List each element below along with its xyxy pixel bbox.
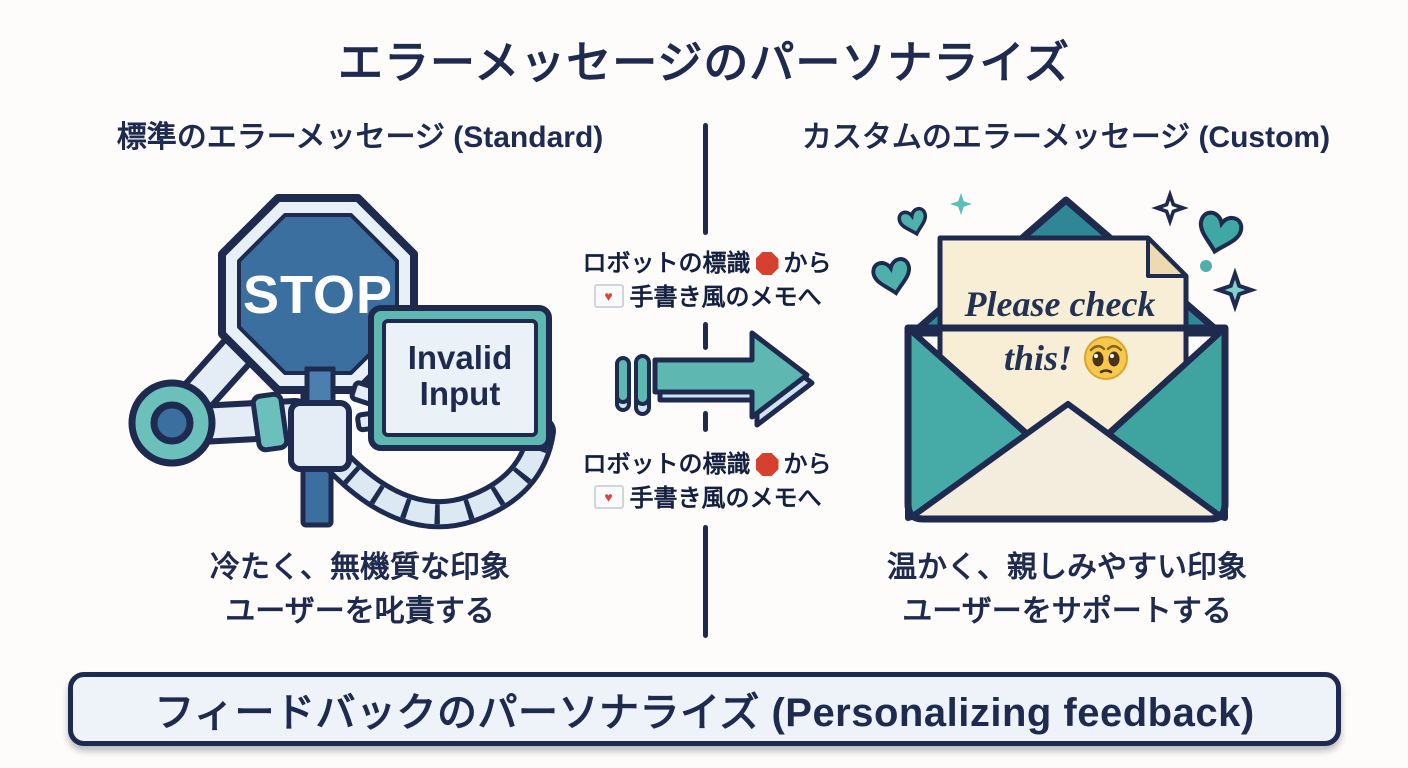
love-letter-icon [593,485,624,509]
transition-caption-bottom: ロボットの標識 から 手書き風のメモへ [547,448,867,516]
custom-caption: 温かく、親しみやすい印象 ユーザーをサポートする [727,546,1407,634]
board-text-line1: Invalid [408,339,513,376]
transition-text: から [783,451,832,478]
arm-joint [128,379,216,467]
arm-hub [288,400,352,472]
standard-caption: 冷たく、無機質な印象 ユーザーを叱責する [20,546,700,634]
custom-column-header: カスタムのエラーメッセージ (Custom) [801,121,1331,154]
stop-octagon-icon [755,252,779,275]
transition-text: ロボットの標識 [582,451,751,478]
dot-icon [1200,260,1212,272]
stop-sign-icon: STOP [218,194,418,394]
standard-column-header: 標準のエラーメッセージ (Standard) [116,121,604,154]
arm-coupling [250,391,290,453]
standard-caption-line1: 冷たく、無機質な印象 [210,551,510,584]
decoration-hearts-sparkles [871,189,1258,313]
footer-banner-label: フィードバックのパーソナライズ (Personalizing feedback) [154,691,1255,735]
custom-error-illustration: Please check this! [871,189,1258,523]
heart-icon [897,206,928,237]
standard-error-illustration: STOP Invalid Input [128,194,556,530]
transition-text: から [783,250,832,277]
invalid-input-board: Invalid Input [368,305,552,451]
note-text-line2: this! [1004,338,1072,378]
sparkle-icon [1212,267,1258,313]
divider-line-top [703,123,708,235]
pleading-face-icon [1084,336,1128,380]
note-text-line1: Please check [964,284,1156,324]
divider-line-bottom [703,525,708,638]
standard-caption-line2: ユーザーを叱責する [225,595,495,628]
custom-caption-line2: ユーザーをサポートする [902,595,1232,628]
transition-text: 手書き風のメモへ [629,485,822,512]
right-arrow-icon [652,330,815,428]
page-title: エラーメッセージのパーソナライズ [338,37,1070,88]
transition-arrow [615,330,815,428]
love-letter-icon [593,284,624,308]
heart-icon [1198,210,1244,255]
sparkle-icon [1151,189,1189,227]
stop-octagon-icon [755,453,779,476]
transition-text: 手書き風のメモへ [629,284,822,311]
footer-banner: フィードバックのパーソナライズ (Personalizing feedback) [68,672,1341,746]
transition-caption-top: ロボットの標識 から 手書き風のメモへ [547,247,867,315]
stop-sign-label: STOP [243,265,393,325]
transition-text: ロボットの標識 [582,250,751,277]
divider-dash-upper [703,322,708,350]
envelope-icon [904,324,1229,523]
custom-caption-line1: 温かく、親しみやすい印象 [887,551,1247,584]
speed-dash-icon [615,354,651,416]
sparkle-icon [950,193,972,215]
divider-dash-lower [703,411,708,432]
board-text-line2: Input [420,375,501,412]
heart-icon [871,257,911,296]
